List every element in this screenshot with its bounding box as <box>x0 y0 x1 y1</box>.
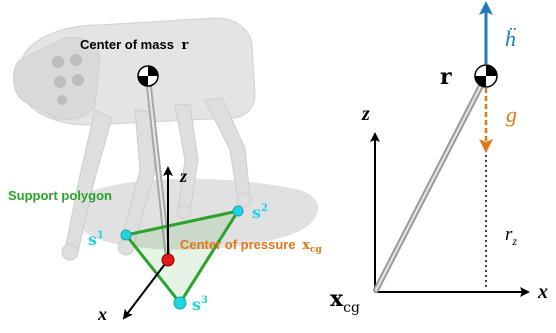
right-axis-x-label: x <box>537 281 548 303</box>
contact-point-1 <box>120 229 132 241</box>
cop-dot <box>161 253 175 267</box>
height-label: rz <box>505 224 517 248</box>
right-com-marker <box>474 64 498 88</box>
origin-label: xcg <box>330 286 360 316</box>
com-label: Center of mass r <box>80 37 189 53</box>
contact-point-3 <box>173 296 187 310</box>
left-axis-z-label: z <box>179 166 187 186</box>
contact-label-1: s1 <box>88 230 104 249</box>
support-polygon-label: Support polygon <box>8 188 112 203</box>
left-axis-x-label: x <box>97 304 107 324</box>
contact-label-2: s2 <box>252 203 268 222</box>
left-com-marker <box>137 65 159 87</box>
gravity-label: g <box>506 102 517 127</box>
left-axis-x <box>122 259 169 320</box>
contact-label-3: s3 <box>192 295 208 314</box>
right-axes <box>370 132 530 297</box>
contact-points <box>120 205 244 310</box>
robot-legs <box>61 97 252 261</box>
support-polygon <box>124 209 240 304</box>
right-axis-z-label: z <box>361 103 370 125</box>
head-sensors <box>52 54 84 105</box>
right-pendulum-rod-highlight <box>375 75 487 291</box>
right-mass-label: r <box>440 64 452 90</box>
accel-label: ḧ <box>505 26 516 51</box>
left-axes <box>122 166 173 320</box>
cop-label: Center of pressure xcg <box>180 237 322 255</box>
contact-point-2 <box>232 205 244 217</box>
